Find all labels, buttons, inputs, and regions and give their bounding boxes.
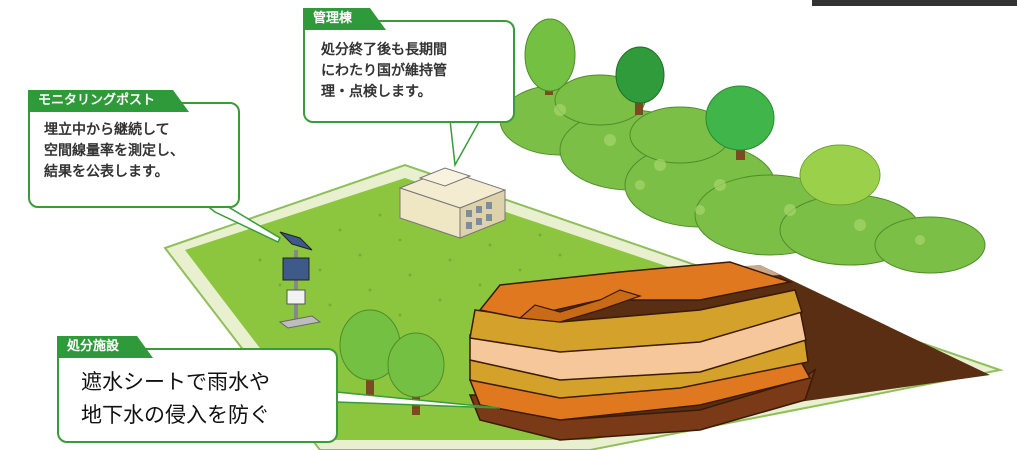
- pointer-admin: [449, 119, 482, 168]
- callout-body-monitoring-post: 埋立中から継続して 空間線量率を測定し、 結果を公表します。: [44, 122, 184, 180]
- tree-top-left: [524, 18, 576, 95]
- callout-admin-building: 管理棟 処分終了後も長期間 にわたり国が維持管 理・点検します。: [303, 20, 515, 123]
- layer-orange-top: [478, 261, 793, 319]
- callout-title-disposal-facility: 処分施設: [57, 336, 153, 358]
- layer-top-fold: [518, 289, 642, 323]
- tree-bush-right: [799, 144, 881, 206]
- callout-monitoring-post: モニタリングポスト 埋立中から継続して 空間線量率を測定し、 結果を公表します。: [28, 102, 240, 208]
- tree-bottom-right: [387, 332, 445, 415]
- tree-top-right: [705, 85, 775, 160]
- monitoring-post-icon: [278, 231, 322, 329]
- callout-body-disposal-facility: 遮水シートで雨水や 地下水の侵入を防ぐ: [81, 370, 270, 427]
- callout-title-admin-building: 管理棟: [303, 8, 386, 30]
- callout-title-monitoring-post: モニタリングポスト: [28, 90, 189, 112]
- callout-disposal-facility: 処分施設 遮水シートで雨水や 地下水の侵入を防ぐ: [57, 348, 338, 443]
- callout-body-admin-building: 処分終了後も長期間 にわたり国が維持管 理・点検します。: [321, 42, 447, 100]
- hedge-texture: [554, 104, 925, 245]
- top-bar-decoration: [812, 0, 1017, 6]
- tree-top-mid: [615, 46, 665, 115]
- layer-mustard-top: [469, 289, 803, 353]
- admin-building: [398, 167, 507, 239]
